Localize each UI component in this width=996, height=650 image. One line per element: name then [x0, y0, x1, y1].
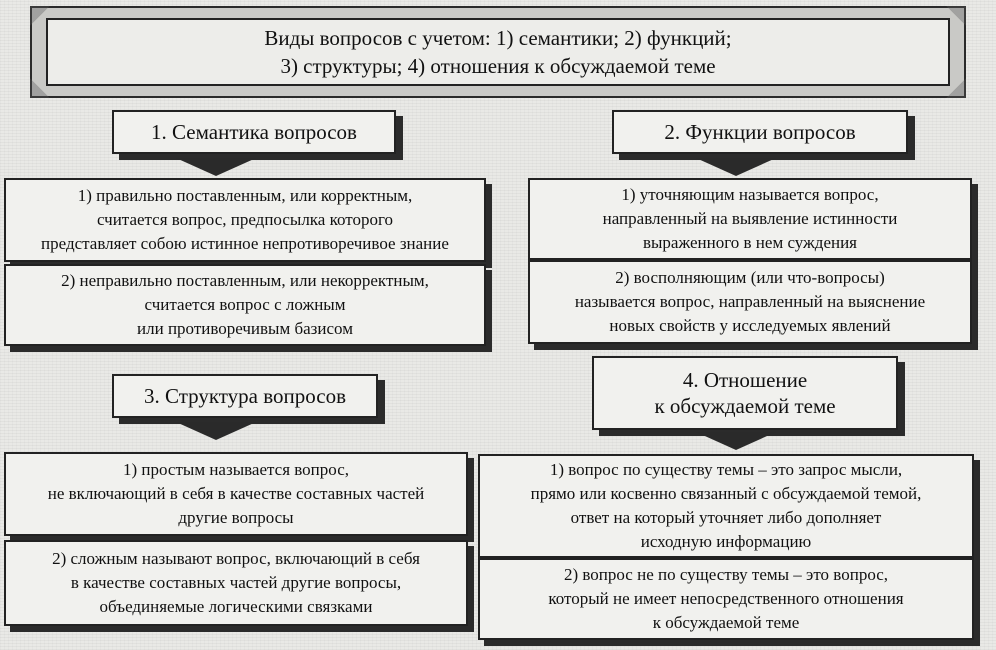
- functions-item-2: 2) восполняющим (или что-вопросы) называ…: [528, 260, 972, 344]
- semantics-arrow-down: [176, 158, 256, 176]
- semantics-header: 1. Семантика вопросов: [112, 110, 396, 154]
- functions-arrow-down: [696, 158, 776, 176]
- title-line-2: 3) структуры; 4) отношения к обсуждаемой…: [280, 54, 716, 78]
- relation-item-1: 1) вопрос по существу темы – это запрос …: [478, 454, 974, 558]
- relation-arrow-down: [696, 432, 776, 450]
- title-frame: Виды вопросов с учетом: 1) семантики; 2)…: [30, 6, 966, 98]
- structure-arrow-down: [176, 422, 256, 440]
- structure-item-1: 1) простым называется вопрос, не включаю…: [4, 452, 468, 536]
- relation-header: 4. Отношение к обсуждаемой теме: [592, 356, 898, 430]
- functions-header: 2. Функции вопросов: [612, 110, 908, 154]
- title-box: Виды вопросов с учетом: 1) семантики; 2)…: [46, 18, 950, 86]
- title-line-1: Виды вопросов с учетом: 1) семантики; 2)…: [264, 26, 732, 50]
- semantics-item-2: 2) неправильно поставленным, или некорре…: [4, 264, 486, 346]
- structure-header: 3. Структура вопросов: [112, 374, 378, 418]
- structure-item-2: 2) сложным называют вопрос, включающий в…: [4, 540, 468, 626]
- semantics-item-1: 1) правильно поставленным, или корректны…: [4, 178, 486, 262]
- relation-item-2: 2) вопрос не по существу темы – это вопр…: [478, 558, 974, 640]
- functions-item-1: 1) уточняющим называется вопрос, направл…: [528, 178, 972, 260]
